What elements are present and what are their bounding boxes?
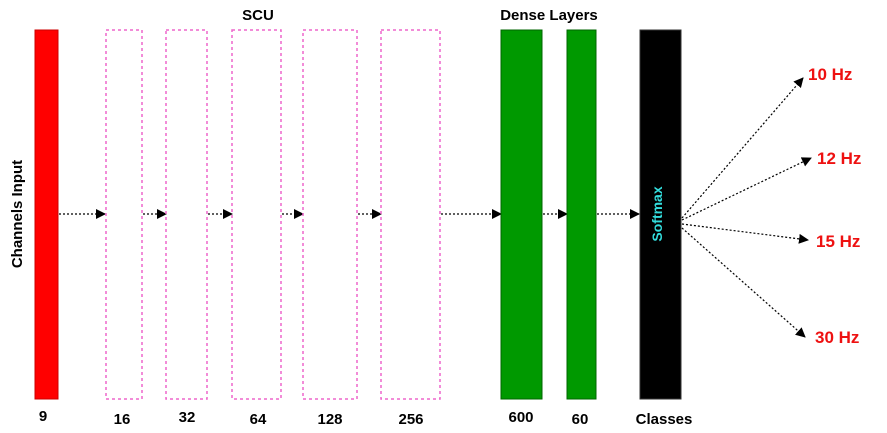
scu-block-2 — [165, 29, 208, 400]
dense-block-1-count: 600 — [508, 409, 533, 426]
scu-block-1 — [105, 29, 143, 400]
softmax-label: Softmax — [649, 186, 665, 241]
input-layer-block — [34, 29, 59, 400]
output-label-15hz: 15 Hz — [816, 232, 860, 251]
scu-block-5-count: 256 — [398, 411, 423, 428]
dense-title: Dense Layers — [500, 7, 598, 24]
scu-block-5 — [380, 29, 441, 400]
output-arrows — [681, 77, 812, 338]
input-layer-count: 9 — [39, 408, 47, 425]
arrow-to-10hz — [681, 77, 804, 219]
scu-block-4 — [302, 29, 358, 400]
dense-block-1 — [500, 29, 543, 400]
scu-block-3-count: 64 — [250, 411, 267, 428]
softmax-count: Classes — [636, 411, 693, 428]
softmax-block — [639, 29, 682, 400]
output-label-10hz: 10 Hz — [808, 65, 852, 84]
input-layer-label: Channels Input — [9, 160, 26, 268]
arrow-to-30hz — [681, 227, 806, 338]
arrow-to-15hz — [681, 223, 809, 244]
dense-block-2 — [566, 29, 597, 400]
scu-block-3 — [231, 29, 282, 400]
output-label-12hz: 12 Hz — [817, 149, 861, 168]
scu-title: SCU — [242, 7, 274, 24]
dense-block-2-count: 60 — [572, 411, 589, 428]
scu-block-2-count: 32 — [179, 409, 196, 426]
scu-block-4-count: 128 — [317, 411, 342, 428]
scu-block-1-count: 16 — [114, 411, 131, 428]
output-label-30hz: 30 Hz — [815, 328, 859, 347]
arrow-to-12hz — [681, 157, 812, 221]
